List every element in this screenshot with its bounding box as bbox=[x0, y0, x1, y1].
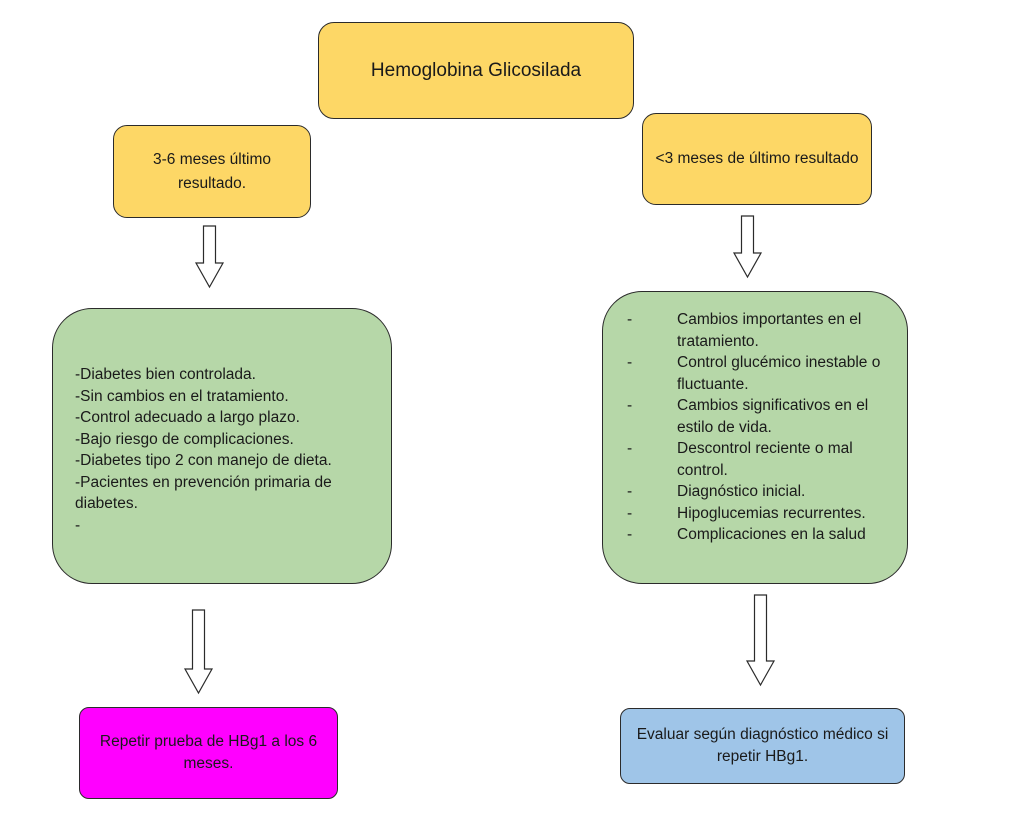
title-text: Hemoglobina Glicosilada bbox=[370, 59, 582, 81]
right-criteria-node: -Cambios importantes en el tratamiento. … bbox=[602, 291, 908, 584]
list-item-text: Descontrol reciente o mal control. bbox=[677, 440, 853, 479]
list-item: -Control adecuado a largo plazo. bbox=[75, 409, 300, 426]
list-item-text: Control glucémico inestable o fluctuante… bbox=[677, 354, 881, 393]
list-item: -Diabetes bien controlada. bbox=[75, 366, 256, 383]
list-item: - Complicaciones en la salud bbox=[627, 524, 895, 546]
left-criteria-node: -Diabetes bien controlada. -Sin cambios … bbox=[52, 308, 392, 584]
list-item: -Diabetes tipo 2 con manejo de dieta. bbox=[75, 452, 332, 469]
right-header-node: <3 meses de último resultado bbox=[642, 113, 872, 205]
list-item: -Bajo riesgo de complicaciones. bbox=[75, 430, 294, 448]
bullet-dash: - bbox=[627, 504, 633, 522]
right-result-node: Evaluar según diagnóstico médico si repe… bbox=[620, 708, 905, 784]
left-header-node: 3-6 meses último resultado. bbox=[113, 125, 311, 218]
list-item: - Hipoglucemias recurrentes. bbox=[627, 503, 895, 525]
left-arrow-2 bbox=[183, 609, 214, 695]
right-header-text: <3 meses de último resultado bbox=[655, 150, 859, 167]
left-result-node: Repetir prueba de HBg1 a los 6 meses. bbox=[79, 707, 338, 799]
title-node: Hemoglobina Glicosilada bbox=[318, 22, 634, 119]
right-result-text: Evaluar según diagnóstico médico si repe… bbox=[636, 726, 889, 765]
list-item: -Pacientes en prevención primaria de dia… bbox=[75, 473, 332, 513]
list-item: - Cambios significativos en el estilo de … bbox=[627, 395, 895, 438]
bullet-dash: - bbox=[627, 526, 633, 543]
left-criteria-list: -Diabetes bien controlada. -Sin cambios … bbox=[75, 364, 371, 536]
left-header-text: 3-6 meses último resultado. bbox=[152, 150, 271, 192]
list-item: - Cambios importantes en el tratamiento. bbox=[627, 309, 895, 352]
list-item: - Control glucémico inestable o fluctuant… bbox=[627, 352, 895, 395]
list-item: - Descontrol reciente o mal control. bbox=[627, 438, 895, 481]
list-item: - bbox=[75, 516, 81, 534]
list-item-text: Hipoglucemias recurrentes. bbox=[677, 504, 866, 522]
bullet-dash: - bbox=[627, 397, 633, 414]
bullet-dash: - bbox=[627, 311, 633, 328]
right-criteria-list: -Cambios importantes en el tratamiento. … bbox=[627, 309, 895, 546]
list-item: -Sin cambios en el tratamiento. bbox=[75, 387, 289, 405]
bullet-dash: - bbox=[627, 440, 633, 457]
left-arrow-1 bbox=[194, 225, 225, 289]
list-item: - Diagnóstico inicial. bbox=[627, 481, 895, 503]
list-item-text: Cambios significativos en el estilo de v… bbox=[677, 397, 869, 436]
list-item-text: Cambios importantes en el tratamiento. bbox=[677, 311, 862, 350]
bullet-dash: - bbox=[627, 483, 633, 500]
left-result-text: Repetir prueba de HBg1 a los 6 meses. bbox=[99, 733, 318, 772]
right-arrow-2 bbox=[745, 594, 776, 687]
bullet-dash: - bbox=[627, 354, 633, 371]
list-item-text: Diagnóstico inicial. bbox=[677, 483, 806, 500]
right-arrow-1 bbox=[732, 215, 763, 279]
list-item-text: Complicaciones en la salud bbox=[677, 526, 866, 543]
